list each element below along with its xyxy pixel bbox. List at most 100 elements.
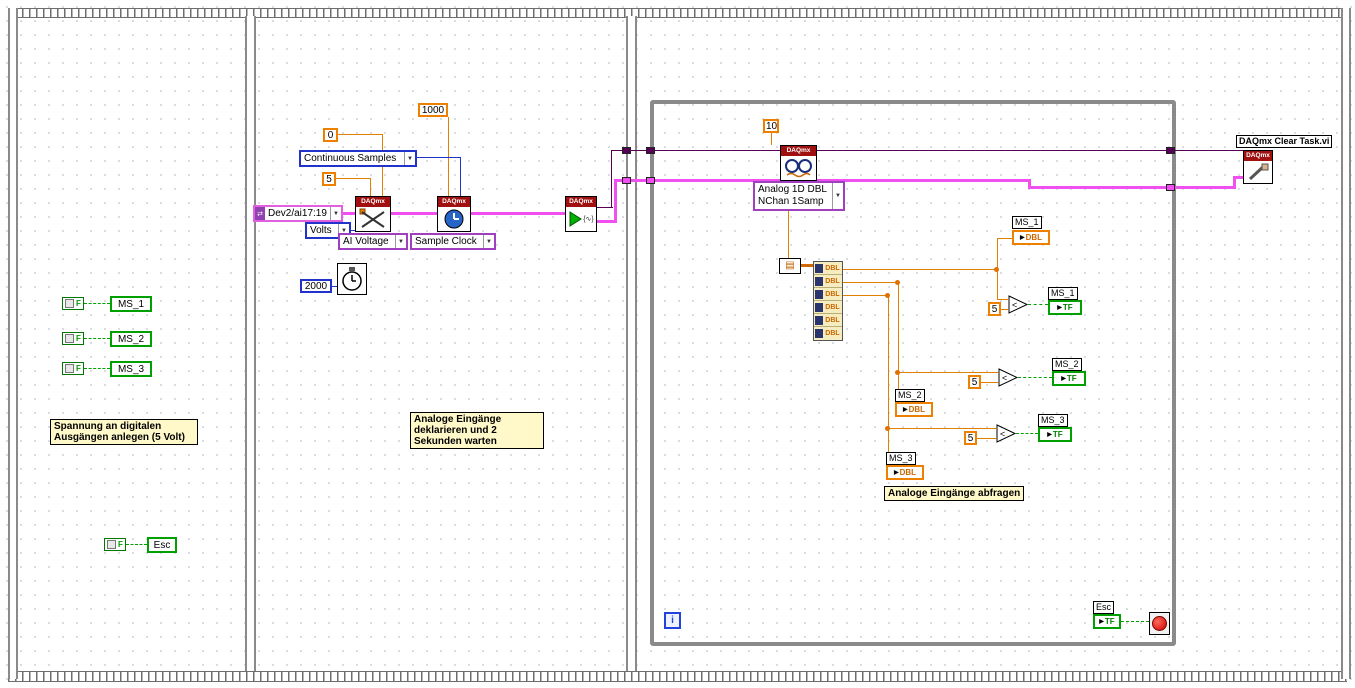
wait-ms-node[interactable] <box>337 263 367 295</box>
tunnel <box>646 177 655 184</box>
read-mode-ring[interactable]: Analog 1D DBL NChan 1Samp ▼ <box>753 181 845 211</box>
wire <box>1001 309 1008 310</box>
channel-type-value: AI Voltage <box>343 236 389 247</box>
local-variable-ms3[interactable]: MS_3 <box>110 361 152 377</box>
numeric-constant-2000[interactable]: 2000 <box>300 279 332 293</box>
chevron-down-icon[interactable]: ▼ <box>404 152 415 165</box>
chevron-down-icon[interactable]: ▼ <box>832 183 843 209</box>
local-label-ms3: MS_3 <box>886 452 916 465</box>
threshold-constant[interactable]: 5 <box>964 431 977 445</box>
tf-type: TF <box>1104 617 1115 626</box>
tunnel <box>1166 147 1175 154</box>
chevron-down-icon[interactable]: ▼ <box>395 235 406 248</box>
local-label-ms2: MS_2 <box>1052 358 1082 371</box>
wire <box>370 178 371 196</box>
wire <box>334 178 370 179</box>
daqmx-read-node[interactable]: DAQmx <box>780 145 817 181</box>
wire <box>788 211 789 258</box>
wire <box>84 338 110 339</box>
index-array-row: DBL <box>814 301 842 314</box>
boolean-constant[interactable]: F <box>62 332 84 345</box>
local-variable-ms2[interactable]: MS_2 <box>110 331 152 347</box>
chevron-down-icon[interactable]: ▼ <box>330 207 341 220</box>
wire <box>898 372 998 373</box>
start-task-icon: {∿} <box>566 207 596 231</box>
numeric-constant-10[interactable]: 10 <box>763 119 779 133</box>
error-wire <box>597 220 616 223</box>
wire <box>771 133 772 145</box>
write-arrow-icon: ▶ <box>902 407 908 413</box>
index-array-row: DBL <box>814 327 842 340</box>
numeric-constant-1000[interactable]: 1000 <box>418 103 448 117</box>
local-variable-ms1[interactable]: MS_1 <box>110 296 152 312</box>
daqmx-clear-task-node[interactable]: DAQmx <box>1243 150 1273 184</box>
comment-frame1: Spannung an digitalen Ausgängen anlegen … <box>50 419 198 445</box>
physical-channel-constant[interactable]: ⇄ Dev2/ai17:19 ▼ <box>253 205 343 222</box>
wire <box>351 230 357 231</box>
local-variable-ms1-dbl[interactable]: ▶ DBL <box>1012 230 1050 245</box>
task-wire <box>471 212 565 215</box>
array-element-node[interactable]: ▤ <box>779 258 801 274</box>
numeric-constant-0[interactable]: 0 <box>323 128 338 142</box>
less-than-node[interactable]: < <box>1008 295 1029 314</box>
threshold-constant[interactable]: 5 <box>988 302 1001 316</box>
error-wire <box>1233 176 1236 189</box>
iteration-terminal[interactable]: i <box>664 612 681 629</box>
sample-mode-enum[interactable]: Continuous Samples ▼ <box>299 150 417 167</box>
channel-type-ring[interactable]: AI Voltage ▼ <box>338 233 408 250</box>
write-arrow-icon: ▶ <box>1019 235 1025 241</box>
index-input-icon <box>815 302 823 312</box>
element-type: DBL <box>825 264 840 272</box>
daqmx-create-channel-node[interactable]: DAQmx <box>355 196 391 232</box>
local-variable-ms2-tf[interactable]: ▶ TF <box>1052 371 1086 386</box>
wire-junction <box>885 293 890 298</box>
less-than-node[interactable]: < <box>998 368 1019 387</box>
less-than-node[interactable]: < <box>996 424 1017 443</box>
wire <box>126 544 147 545</box>
index-input-icon <box>815 263 823 273</box>
element-type: DBL <box>825 290 840 298</box>
wire-junction <box>895 280 900 285</box>
daqmx-start-task-node[interactable]: DAQmx {∿} <box>565 196 597 232</box>
boolean-constant[interactable]: F <box>62 362 84 375</box>
task-wire <box>611 150 1243 151</box>
index-array-node[interactable]: DBL DBL DBL DBL DBL DBL <box>813 261 843 341</box>
chevron-down-icon[interactable]: ▼ <box>483 235 494 248</box>
local-label-esc: Esc <box>1093 601 1115 614</box>
local-variable-esc[interactable]: Esc <box>147 537 177 553</box>
boolean-constant[interactable]: F <box>104 538 126 551</box>
local-variable-esc-tf[interactable]: ▶ TF <box>1093 614 1121 629</box>
wire <box>843 269 997 270</box>
error-wire <box>614 179 1030 182</box>
loop-condition-terminal[interactable] <box>1149 612 1170 635</box>
threshold-constant[interactable]: 5 <box>968 375 981 389</box>
sequence-border-top <box>8 8 1347 18</box>
daqmx-banner: DAQmx <box>566 197 596 207</box>
boolean-constant[interactable]: F <box>62 297 84 310</box>
element-type: DBL <box>825 277 840 285</box>
while-loop[interactable] <box>650 100 1176 646</box>
task-wire <box>611 150 612 208</box>
local-variable-ms3-tf[interactable]: ▶ TF <box>1038 427 1072 442</box>
read-mode-line2: NChan 1Samp <box>758 196 824 207</box>
local-variable-ms1-tf[interactable]: ▶ TF <box>1048 300 1082 315</box>
timing-type-ring[interactable]: Sample Clock ▼ <box>410 233 496 250</box>
tunnel <box>646 147 655 154</box>
chevron-down-icon[interactable]: ▼ <box>338 224 349 237</box>
index-input-icon <box>815 329 823 338</box>
daqmx-timing-node[interactable]: DAQmx <box>437 196 471 232</box>
index-array-row: DBL <box>814 288 842 301</box>
tunnel <box>622 147 631 154</box>
wire <box>843 282 898 283</box>
array-wire <box>799 264 813 267</box>
index-input-icon <box>815 289 823 299</box>
local-variable-ms2-dbl[interactable]: ▶ DBL <box>895 402 933 417</box>
wire <box>460 157 461 196</box>
numeric-constant-5[interactable]: 5 <box>322 172 336 186</box>
wire <box>1028 304 1048 305</box>
daqmx-banner: DAQmx <box>438 197 470 207</box>
local-variable-ms3-dbl[interactable]: ▶ DBL <box>886 465 924 480</box>
error-wire <box>1233 176 1243 179</box>
less-icon: < <box>1000 429 1005 439</box>
